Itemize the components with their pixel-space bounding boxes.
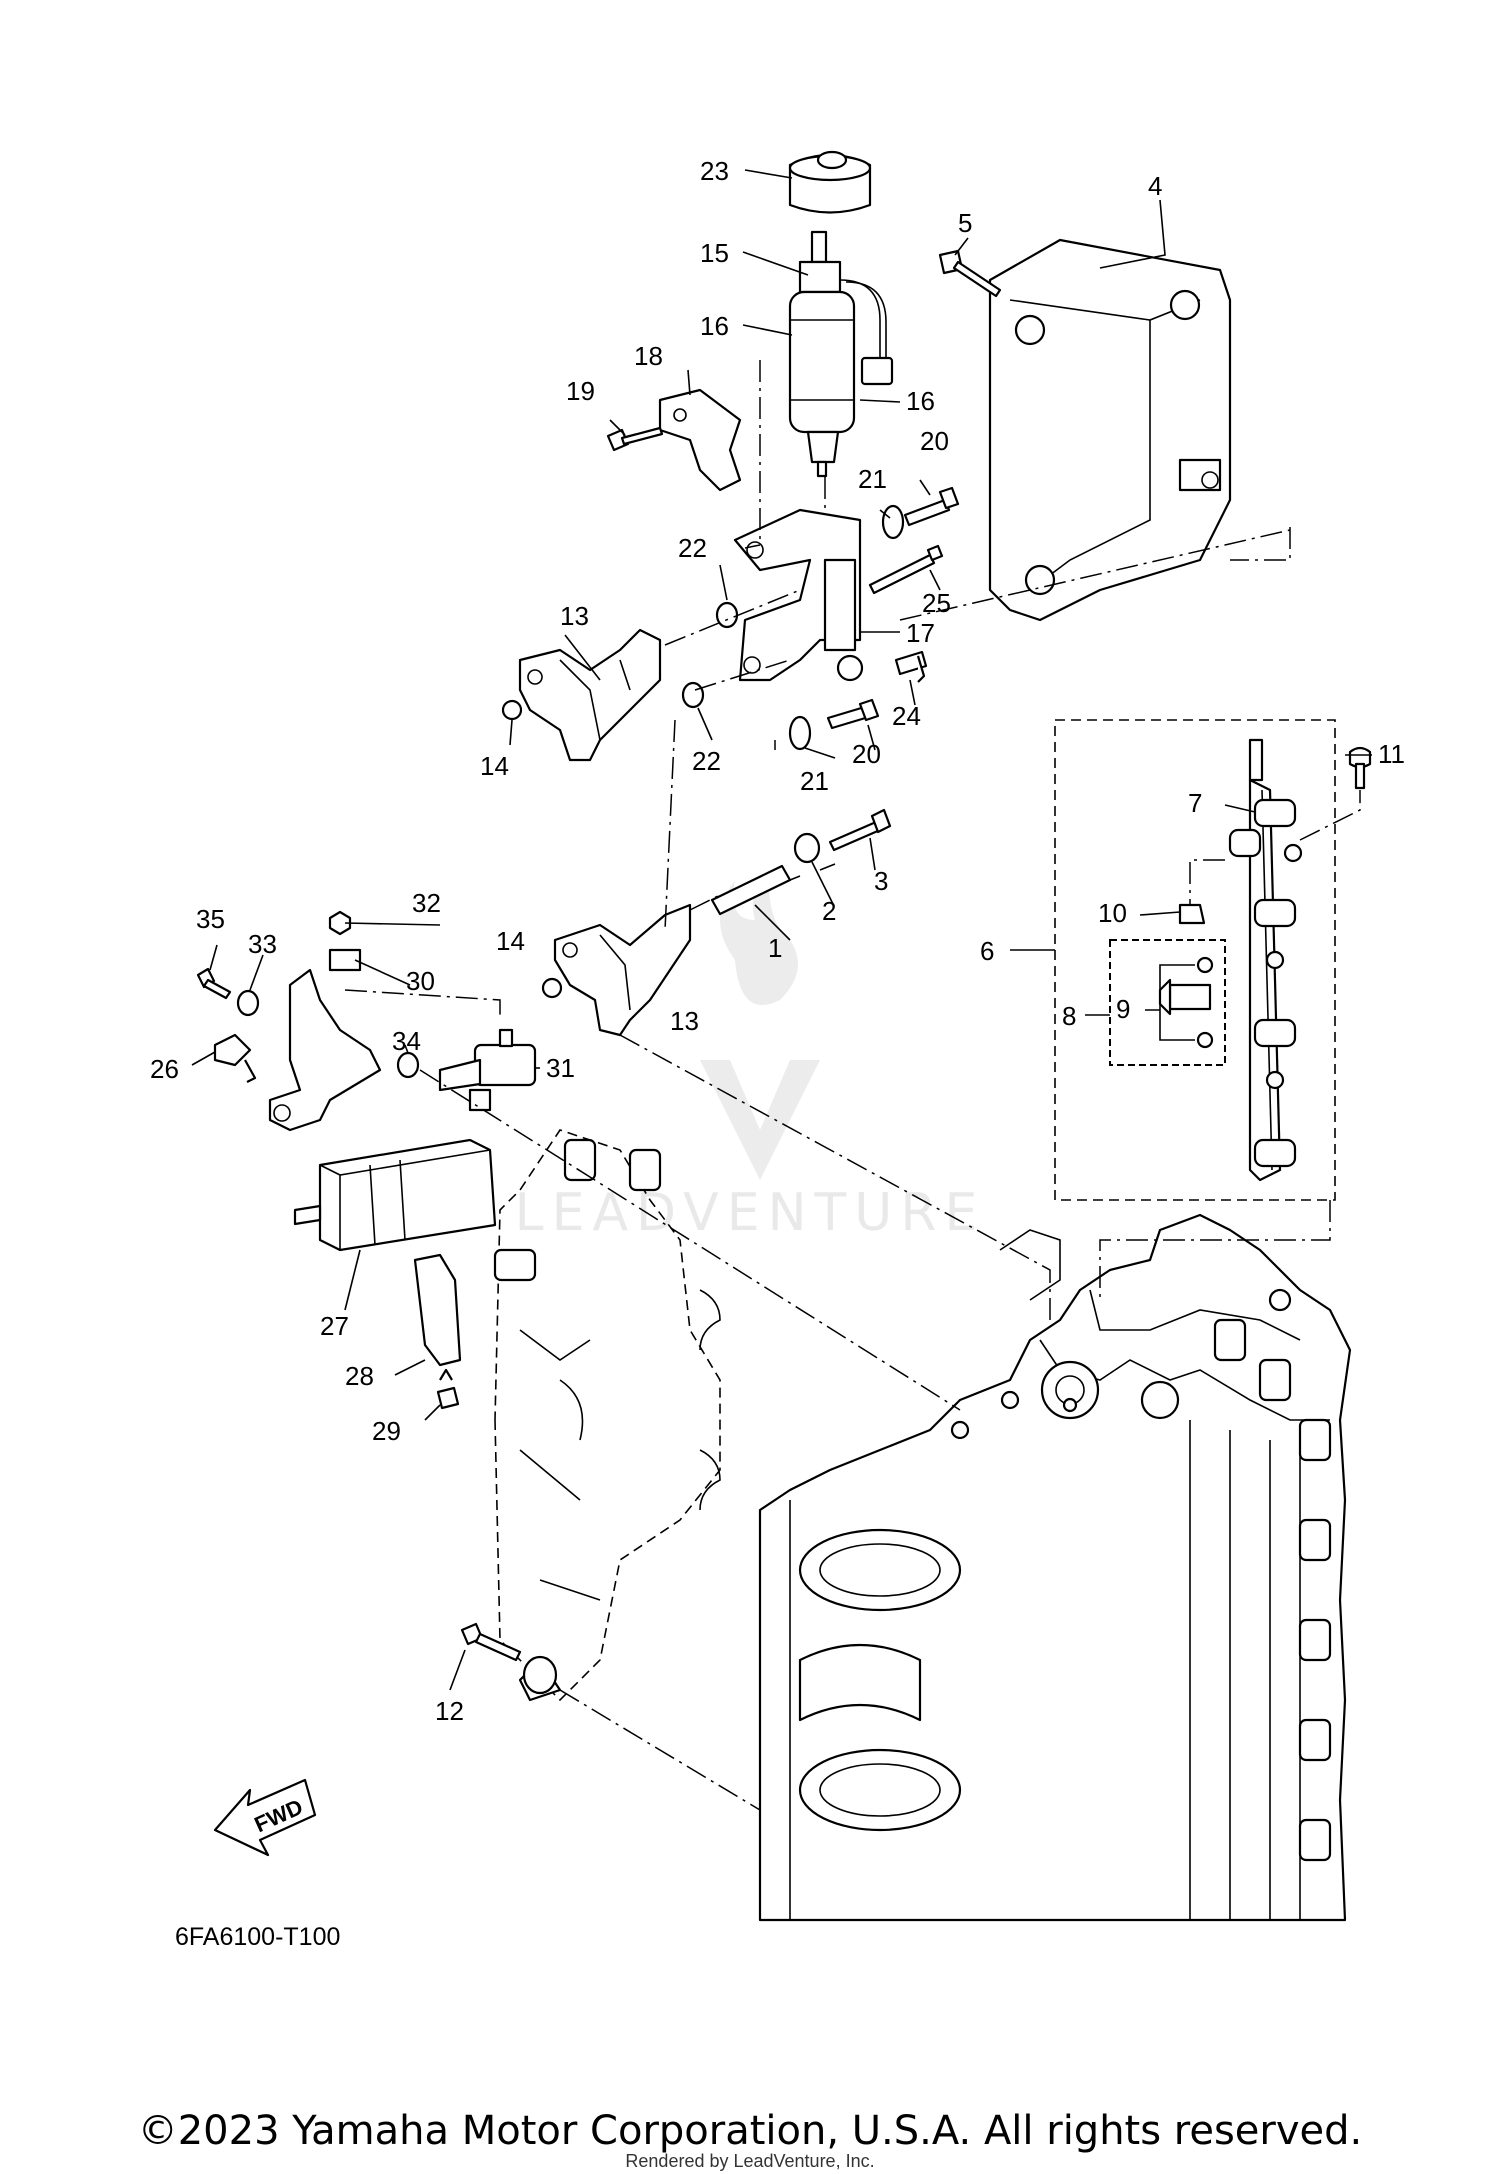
part-27-canister <box>293 1138 497 1252</box>
callout-10: 10 <box>1098 898 1127 928</box>
part-14-bolt-upper <box>501 699 523 721</box>
part-7-fuel-rail <box>1228 738 1303 1182</box>
callout-5: 5 <box>958 208 972 238</box>
part-15-16-fuel-pump <box>788 230 894 478</box>
part-10-seal <box>1178 903 1206 925</box>
part-13-bracket-upper <box>518 628 662 762</box>
watermark-text: LEADVENTURE <box>515 1183 986 1243</box>
callout-23: 23 <box>700 156 729 186</box>
callout-3: 3 <box>874 866 888 896</box>
callout-1: 1 <box>768 933 782 963</box>
fwd-arrow-icon: FWD <box>213 1778 317 1857</box>
part-22-spacers <box>681 601 739 709</box>
part-12-bolt <box>460 1622 558 1695</box>
callout-30: 30 <box>406 966 435 996</box>
callout-14a: 14 <box>480 751 509 781</box>
callout-33: 33 <box>248 929 277 959</box>
part-5-bolt <box>938 249 1002 298</box>
part-30-bracket <box>268 948 382 1132</box>
part-3-bolt <box>828 808 892 852</box>
callout-35: 35 <box>196 904 225 934</box>
callout-11: 11 <box>1378 739 1405 769</box>
callout-24: 24 <box>892 701 921 731</box>
callout-27: 27 <box>320 1311 349 1341</box>
callout-9: 9 <box>1116 994 1130 1024</box>
part-6-fuel-rail-group <box>1054 719 1336 1201</box>
part-26-clamp <box>213 1033 257 1083</box>
part-20-21-lower <box>788 698 880 751</box>
leadventure-watermark: LEADVENTURE <box>515 870 986 1243</box>
callout-20b: 20 <box>852 739 881 769</box>
callout-17: 17 <box>906 618 935 648</box>
part-19-bolt <box>606 426 664 452</box>
callout-31: 31 <box>546 1053 575 1083</box>
callout-13a: 13 <box>560 601 589 631</box>
part-28-bracket <box>413 1253 462 1367</box>
callout-32: 32 <box>412 888 441 918</box>
callout-14b: 14 <box>496 926 525 956</box>
callout-7: 7 <box>1188 788 1202 818</box>
part-4-cover <box>988 238 1232 622</box>
part-20-21-upper <box>881 486 960 540</box>
part-18-bracket <box>658 388 742 492</box>
part-31-valve <box>438 1028 537 1112</box>
callout-22b: 22 <box>692 746 721 776</box>
copyright-notice: ©2023 Yamaha Motor Corporation, U.S.A. A… <box>137 2108 1363 2154</box>
callout-26: 26 <box>150 1054 179 1084</box>
part-11-bolt <box>1348 746 1372 790</box>
callout-2: 2 <box>822 896 836 926</box>
part-24-clip <box>894 650 928 683</box>
rendered-by-notice: Rendered by LeadVenture, Inc. <box>625 2151 875 2171</box>
part-33-grommet <box>236 989 260 1017</box>
part-23-cap <box>788 150 872 214</box>
part-13-bracket-lower <box>553 903 692 1037</box>
callout-34: 34 <box>392 1026 421 1056</box>
callout-18: 18 <box>634 341 663 371</box>
part-14-bolt-lower <box>541 977 563 999</box>
callout-12: 12 <box>435 1696 464 1726</box>
callout-15: 15 <box>700 238 729 268</box>
assembly-lines <box>344 360 1361 1811</box>
callout-22a: 22 <box>678 533 707 563</box>
callout-13b: 13 <box>670 1006 699 1036</box>
part-29-bolt <box>436 1368 460 1410</box>
callout-29: 29 <box>372 1416 401 1446</box>
callout-21b: 21 <box>800 766 829 796</box>
part-25-screw <box>868 544 944 595</box>
callout-8: 8 <box>1062 1001 1076 1031</box>
drawing-code: 6FA6100-T100 <box>175 1923 340 1951</box>
leader-lines <box>191 169 1372 1691</box>
part-2-grommet <box>793 832 821 864</box>
callout-16a: 16 <box>700 311 729 341</box>
callout-28: 28 <box>345 1361 374 1391</box>
part-17-bracket <box>733 508 864 682</box>
callout-6: 6 <box>980 936 994 966</box>
part-34-collar <box>396 1051 420 1079</box>
engine-block <box>758 1213 1352 1922</box>
part-1-collar <box>710 864 792 916</box>
callout-16b: 16 <box>906 386 935 416</box>
part-35-bolt <box>196 967 232 1000</box>
callout-labels: 23 15 16 16 5 4 18 19 20 21 25 17 24 22 … <box>150 156 1405 1951</box>
callout-4: 4 <box>1148 171 1162 201</box>
callout-21a: 21 <box>858 464 887 494</box>
callout-25: 25 <box>922 588 951 618</box>
callout-19: 19 <box>566 376 595 406</box>
callout-20a: 20 <box>920 426 949 456</box>
part-32-nut <box>328 910 352 936</box>
